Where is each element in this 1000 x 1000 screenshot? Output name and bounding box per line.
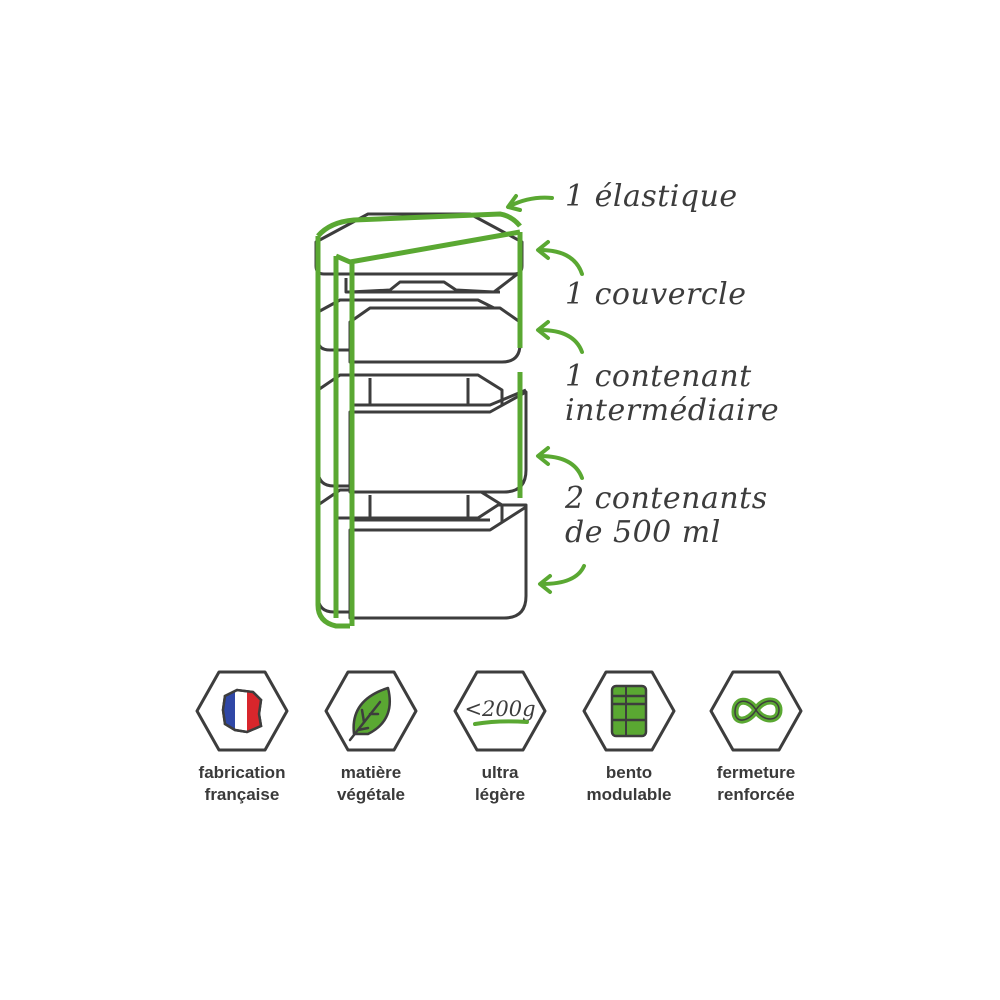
feature-modular-bento: bento modulable — [559, 668, 699, 806]
infinity-icon — [709, 670, 803, 752]
callout-lid-text: 1 couvercle — [565, 277, 747, 312]
arrow-intermediate — [536, 320, 584, 354]
callout-containers-line1: 2 contenants — [565, 481, 768, 516]
arrow-containers-bottom — [538, 564, 586, 594]
arrow-containers-top — [536, 446, 584, 480]
bento-icon — [582, 670, 676, 752]
feature-label-line1: ultra — [481, 763, 519, 782]
second-container — [316, 373, 528, 494]
leaf-icon — [324, 670, 418, 752]
callout-intermediate-line2: intermédiaire — [565, 393, 780, 428]
callout-elastic-text: 1 élastique — [565, 179, 738, 214]
feature-label-line2: renforcée — [717, 785, 795, 804]
bottom-container — [316, 488, 528, 620]
callout-intermediate: 1 contenant intermédiaire — [565, 360, 779, 428]
feature-label-line1: fabrication — [198, 763, 286, 782]
elastic-band — [315, 211, 523, 629]
feature-label-line2: française — [204, 785, 280, 804]
feature-label-line2: modulable — [586, 785, 672, 804]
callout-intermediate-line1: 1 contenant — [565, 359, 752, 394]
callout-containers: 2 contenants de 500 ml — [565, 482, 768, 550]
lid — [314, 212, 524, 294]
feature-reinforced-closure: fermeture renforcée — [686, 668, 826, 806]
feature-label: matière végétale — [301, 762, 441, 806]
feature-label: bento modulable — [559, 762, 699, 806]
callout-elastic: 1 élastique — [565, 180, 738, 214]
feature-ultra-light: <200g ultra légère — [430, 668, 570, 806]
france-flag-icon — [195, 670, 289, 752]
weight-text: <200g — [464, 697, 535, 721]
weight-icon: <200g — [453, 670, 547, 752]
feature-plant-material: matière végétale — [301, 668, 441, 806]
arrow-lid — [536, 240, 584, 276]
feature-made-in-france: fabrication française — [172, 668, 312, 806]
feature-label-line2: végétale — [336, 785, 406, 804]
feature-label-line1: matière — [340, 763, 402, 782]
arrow-elastic — [506, 194, 554, 212]
callout-containers-line2: de 500 ml — [565, 515, 721, 550]
intermediate-container — [316, 298, 522, 364]
feature-label: fermeture renforcée — [686, 762, 826, 806]
bento-box-drawing — [314, 194, 586, 629]
callout-lid: 1 couvercle — [565, 278, 747, 312]
feature-label-line2: légère — [474, 785, 526, 804]
feature-label-line1: fermeture — [716, 763, 796, 782]
feature-label: ultra légère — [430, 762, 570, 806]
feature-label: fabrication française — [172, 762, 312, 806]
feature-label-line1: bento — [605, 763, 653, 782]
